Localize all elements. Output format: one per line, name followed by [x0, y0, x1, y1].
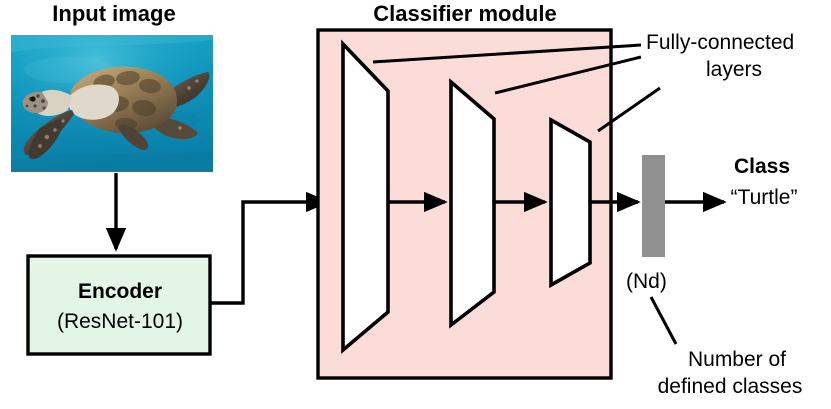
callout-line-nd — [649, 296, 678, 345]
classifier-module-title: Classifier module — [373, 1, 557, 26]
fc-layer-2-shape — [449, 78, 496, 329]
encoder-title: Encoder — [77, 280, 163, 303]
number-defined-classes-line1: Number of — [687, 348, 787, 371]
fc-layer-1-shape — [341, 39, 390, 354]
edge-encoder-to-classifier — [210, 191, 330, 305]
class-output-title: Class — [733, 155, 791, 178]
encoder-subtitle: (ResNet-101) — [56, 310, 184, 333]
encoder-box — [26, 254, 212, 356]
fc-layer-3-shape — [549, 116, 592, 289]
nd-annotation: (Nd) — [626, 270, 667, 293]
fully-connected-annotation-line1: Fully-connected — [646, 31, 795, 54]
class-output-value: “Turtle” — [730, 186, 798, 209]
output-class-vector-bar — [642, 155, 665, 257]
callout-line-fc1 — [372, 43, 642, 64]
input-image-title: Input image — [52, 1, 176, 26]
callout-line-fc2 — [494, 55, 642, 95]
callout-line-fc3 — [597, 86, 661, 133]
number-defined-classes-line2: defined classes — [657, 375, 803, 398]
fully-connected-annotation-line2: layers — [705, 58, 763, 81]
input-image-photo — [11, 35, 213, 172]
